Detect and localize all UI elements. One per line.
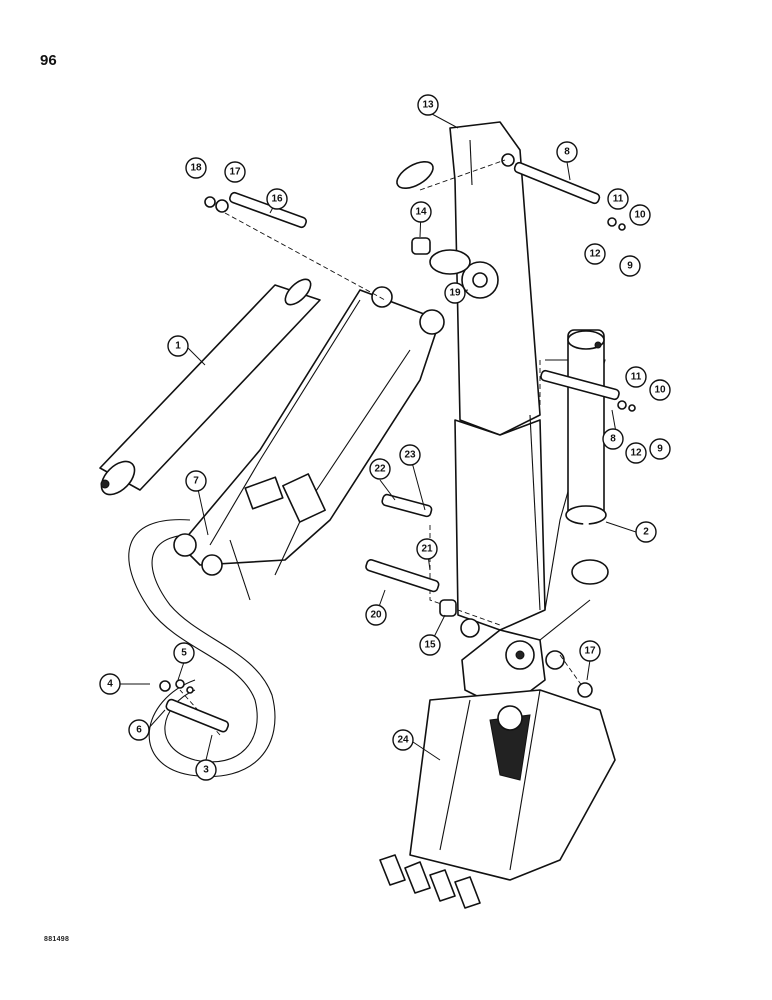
callout-11-lower: 11 <box>625 366 647 388</box>
callout-19: 19 <box>444 282 466 304</box>
svg-text:15: 15 <box>424 640 436 651</box>
callout-22: 22 <box>369 458 391 480</box>
svg-text:11: 11 <box>613 194 624 205</box>
svg-text:12: 12 <box>630 448 642 459</box>
callout-14: 14 <box>410 201 432 223</box>
svg-text:8: 8 <box>610 434 616 445</box>
svg-text:4: 4 <box>107 679 113 690</box>
callout-8-upper: 8 <box>556 141 578 163</box>
callout-23: 23 <box>399 444 421 466</box>
callout-21: 21 <box>416 538 438 560</box>
svg-text:10: 10 <box>634 210 646 221</box>
svg-text:7: 7 <box>193 476 199 487</box>
svg-text:11: 11 <box>631 372 642 383</box>
callout-15: 15 <box>419 634 441 656</box>
callout-24: 24 <box>392 729 414 751</box>
svg-text:23: 23 <box>404 450 416 461</box>
callout-4: 4 <box>99 673 121 695</box>
svg-text:13: 13 <box>422 100 434 111</box>
pins-and-hardware <box>159 161 636 733</box>
callout-11-upper: 11 <box>607 188 629 210</box>
svg-text:21: 21 <box>421 544 433 555</box>
svg-text:17: 17 <box>584 646 596 657</box>
dipper-stick <box>429 121 606 631</box>
svg-text:22: 22 <box>374 464 386 475</box>
svg-text:9: 9 <box>627 261 633 272</box>
callout-16: 16 <box>266 188 288 210</box>
svg-text:12: 12 <box>589 249 601 260</box>
bucket-linkage <box>460 599 591 711</box>
svg-text:10: 10 <box>654 385 666 396</box>
svg-text:2: 2 <box>643 527 649 538</box>
callout-17-upper: 17 <box>224 161 246 183</box>
callout-10-upper: 10 <box>629 204 651 226</box>
svg-text:9: 9 <box>657 444 663 455</box>
svg-text:8: 8 <box>564 147 570 158</box>
svg-text:6: 6 <box>136 725 142 736</box>
svg-text:1: 1 <box>175 341 181 352</box>
svg-text:20: 20 <box>370 610 382 621</box>
callout-5: 5 <box>173 642 195 664</box>
svg-text:5: 5 <box>181 648 187 659</box>
bucket <box>379 689 616 909</box>
figure-code: 881498 <box>44 936 70 943</box>
callout-3: 3 <box>195 759 217 781</box>
callout-6: 6 <box>128 719 150 741</box>
svg-text:19: 19 <box>449 288 461 299</box>
callout-10-lower: 10 <box>649 379 671 401</box>
callout-12-upper: 12 <box>584 243 606 265</box>
svg-text:16: 16 <box>271 194 283 205</box>
bucket-cylinder <box>565 329 609 585</box>
callout-18: 18 <box>185 157 207 179</box>
svg-text:3: 3 <box>203 765 209 776</box>
boom-arm <box>173 286 445 601</box>
callout-20: 20 <box>365 604 387 626</box>
callout-12-lower: 12 <box>625 442 647 464</box>
hydraulic-hose <box>128 519 276 777</box>
callout-13: 13 <box>417 94 439 116</box>
callout-9-upper: 9 <box>619 255 641 277</box>
svg-text:17: 17 <box>229 167 241 178</box>
callout-7: 7 <box>185 470 207 492</box>
callout-2: 2 <box>635 521 657 543</box>
svg-text:18: 18 <box>190 163 202 174</box>
svg-text:14: 14 <box>415 207 427 218</box>
callout-8-lower: 8 <box>602 428 624 450</box>
page-number: 96 <box>40 52 57 69</box>
boom-cylinder <box>99 160 434 496</box>
callout-17-lower: 17 <box>579 640 601 662</box>
svg-text:24: 24 <box>397 735 409 746</box>
callout-1: 1 <box>167 335 189 357</box>
callout-9-lower: 9 <box>649 438 671 460</box>
